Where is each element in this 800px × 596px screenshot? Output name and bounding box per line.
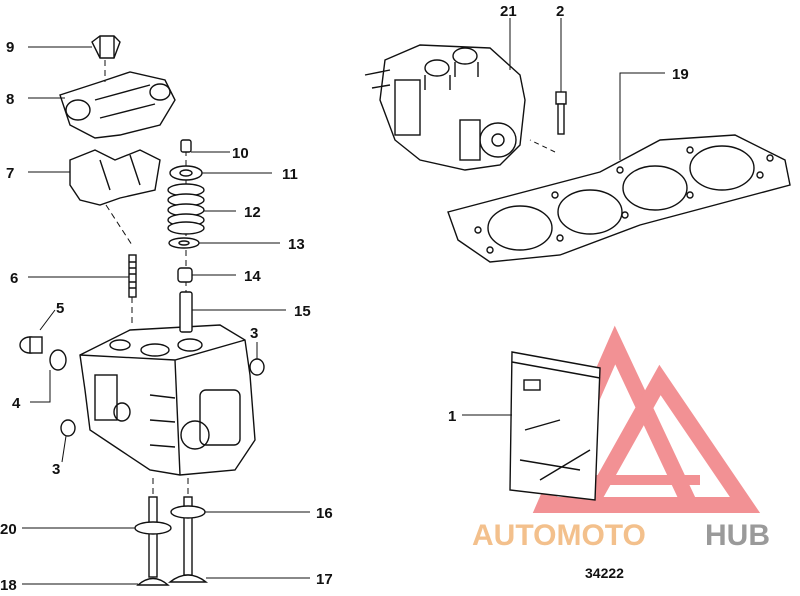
callout-18: 18 — [0, 577, 17, 594]
part-sensor — [555, 91, 567, 135]
callout-3-left: 3 — [52, 461, 60, 478]
part-spring-retainer — [169, 165, 203, 181]
callout-5: 5 — [56, 300, 64, 317]
part-nut — [91, 35, 121, 59]
callout-13: 13 — [288, 236, 305, 253]
watermark-text-automoto: AUTOMOTO — [472, 519, 646, 552]
part-valve-spring — [167, 183, 205, 235]
callout-3-right: 3 — [250, 325, 258, 342]
diagram-reference-number: 34222 — [585, 565, 624, 581]
part-bracket — [69, 149, 161, 206]
callout-21: 21 — [500, 3, 517, 20]
part-rocker-arm — [59, 71, 176, 139]
callout-19: 19 — [672, 66, 689, 83]
callout-6: 6 — [10, 270, 18, 287]
part-head-gasket — [447, 134, 791, 263]
part-gasket-kit-bag — [509, 351, 601, 501]
callout-9: 9 — [6, 39, 14, 56]
callout-11: 11 — [282, 166, 298, 183]
part-o-ring — [49, 349, 67, 371]
part-valve-stem-seal — [177, 267, 193, 283]
callout-8: 8 — [6, 91, 14, 108]
callout-14: 14 — [244, 268, 261, 285]
callout-16: 16 — [316, 505, 333, 522]
part-spring-seat-washer — [168, 237, 200, 249]
part-valve-exhaust — [167, 496, 209, 583]
part-plug-right — [249, 358, 265, 376]
callout-2: 2 — [556, 3, 564, 20]
callout-7: 7 — [6, 165, 14, 182]
part-valve-intake — [134, 496, 172, 586]
part-valve-guide — [179, 291, 193, 333]
callout-17: 17 — [316, 571, 333, 588]
part-valve-stem-cap — [180, 139, 192, 153]
part-head-assembly — [364, 44, 526, 171]
callout-4: 4 — [12, 395, 21, 412]
callout-20: 20 — [0, 521, 17, 538]
callout-12: 12 — [244, 204, 261, 221]
part-plug — [19, 336, 43, 354]
callout-10: 10 — [232, 145, 249, 162]
part-stud — [128, 254, 137, 298]
callout-1: 1 — [448, 408, 456, 425]
watermark-text-hub: HUB — [705, 519, 770, 552]
callout-15: 15 — [294, 303, 311, 320]
part-cylinder-head — [79, 324, 256, 476]
part-plug-left — [60, 419, 76, 437]
